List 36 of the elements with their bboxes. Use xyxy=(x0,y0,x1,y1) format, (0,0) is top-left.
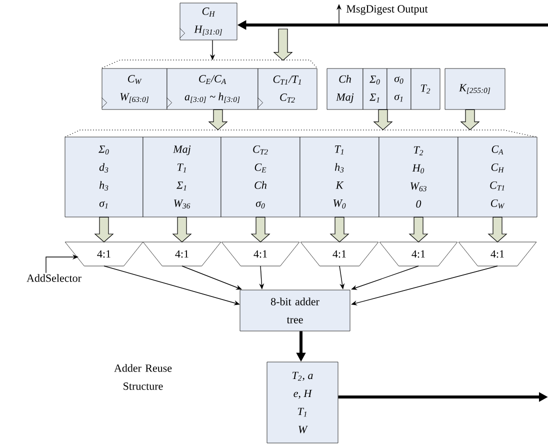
block-arrow xyxy=(172,216,192,242)
signal-label: MsgDigest Output xyxy=(346,5,428,15)
register-box: C$_{E}$/C$_{A}$ a$_{[3:0]}$ ~ h$_{[3:0]}$ xyxy=(166,68,258,110)
function-box: T$_{2}$ xyxy=(410,68,440,110)
block-arrow xyxy=(373,109,393,130)
register-box: C$_{W}$ W$_{[63:0]}$ xyxy=(102,68,168,110)
block-arrow xyxy=(273,28,293,61)
register-box: C$_{T1}$/T$_{1}$ C$_{T2}$ xyxy=(258,68,318,110)
operand-box: T$_{2}$ H$_{0}$ W$_{63}$ 0 xyxy=(378,136,458,218)
block-arrow xyxy=(460,109,480,130)
operand-box: T$_{1}$ h$_{3}$ K W$_{0}$ xyxy=(300,136,380,218)
block-arrow xyxy=(408,216,428,242)
adder-box: 8-bit adder tree xyxy=(240,290,350,332)
function-box: K$_{[255:0]}$ xyxy=(444,68,506,110)
multiplexer: 4:1 xyxy=(458,242,537,266)
signal-label: AddSelector xyxy=(26,274,82,282)
register-box: C$_{H}$ H$_{[31:0]}$ xyxy=(180,2,238,40)
operand-box: C$_{T2}$ C$_{E}$ Ch σ$_{0}$ xyxy=(220,136,300,218)
multiplexer: 4:1 xyxy=(142,242,222,266)
block-arrow xyxy=(94,216,114,242)
multiplexer: 4:1 xyxy=(379,242,458,266)
function-box: Ch Maj xyxy=(326,68,364,110)
block-arrow xyxy=(208,109,228,130)
operand-box: C$_{A}$ C$_{H}$ C$_{T1}$ C$_{W}$ xyxy=(458,136,538,218)
operand-box: Maj T$_{1}$ Σ$_{1}$ W$_{36}$ xyxy=(142,136,222,218)
caption-label: Adder Reuse Structure xyxy=(114,364,172,390)
multiplexer: 4:1 xyxy=(221,242,300,266)
block-arrow xyxy=(250,216,270,242)
block-arrow xyxy=(330,216,350,242)
operand-box: Σ$_{0}$ d$_{3}$ h$_{3}$ σ$_{1}$ xyxy=(64,136,144,218)
function-box: σ$_{0}$ σ$_{1}$ xyxy=(386,68,412,110)
function-box: Σ$_{0}$ Σ$_{1}$ xyxy=(362,68,388,110)
block-arrow xyxy=(488,216,508,242)
output-register-box: T$_{2}$, a e, H T$_{1}$ W xyxy=(266,362,338,444)
multiplexer: 4:1 xyxy=(64,242,144,266)
multiplexer: 4:1 xyxy=(300,242,379,266)
